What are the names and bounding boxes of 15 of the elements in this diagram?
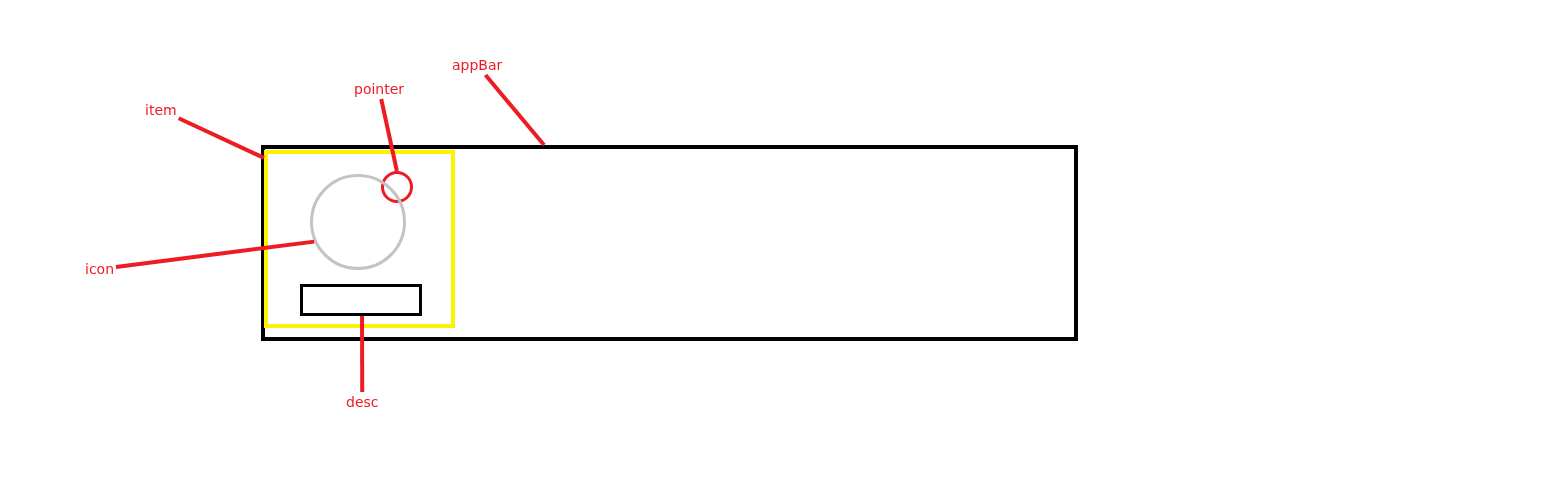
leader-line: [360, 316, 365, 392]
part-label: pointer: [354, 81, 405, 97]
icon-circle: [310, 174, 406, 270]
desc-rectangle: [300, 284, 422, 316]
leader-line: [379, 98, 399, 172]
item-rectangle: [264, 150, 455, 328]
part-label: desc: [346, 394, 379, 410]
pointer-circle: [381, 171, 413, 203]
part-label: icon: [85, 261, 115, 277]
app-bar-rectangle: [261, 145, 1078, 341]
part-label: item: [145, 102, 177, 118]
part-label: appBar: [452, 57, 503, 73]
leader-line: [115, 239, 315, 269]
leader-line: [483, 73, 546, 147]
leader-line: [177, 116, 265, 160]
